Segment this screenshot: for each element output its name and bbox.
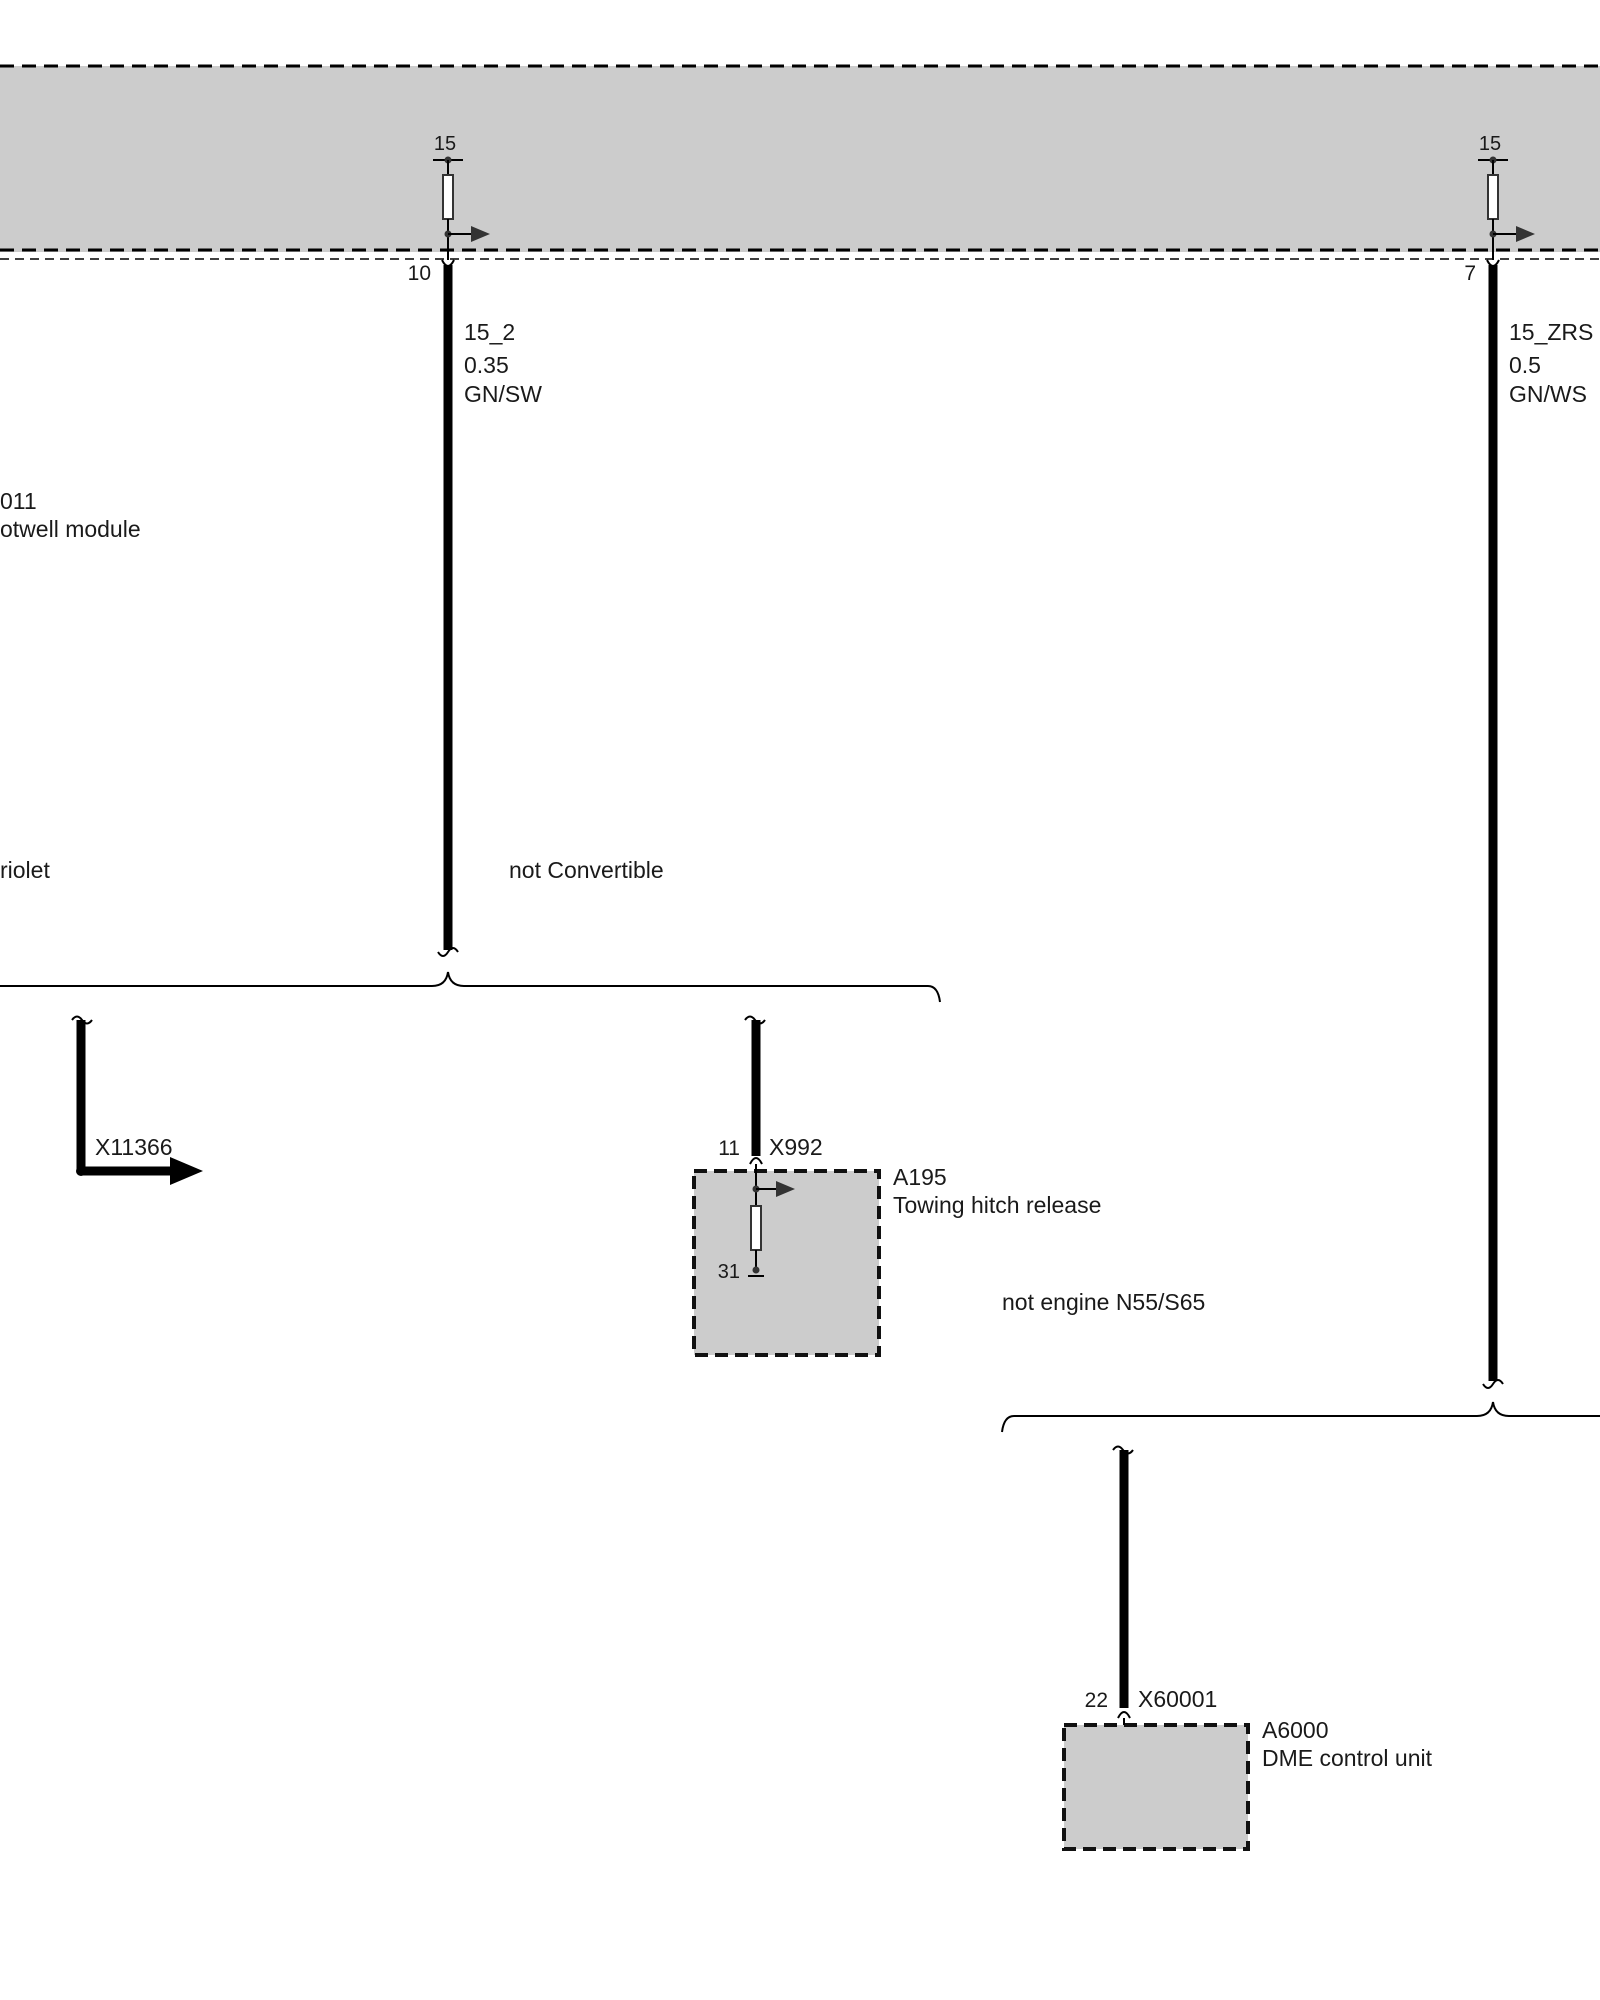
- terminal-15-left: 15: [434, 133, 456, 155]
- pin-number-7: 7: [1464, 262, 1476, 285]
- wire-signal-right: 15_ZRS: [1509, 319, 1593, 345]
- module-desc-partial: otwell module: [0, 516, 141, 542]
- module-name-partial: 011: [0, 488, 37, 514]
- dme-module: [1062, 1711, 1250, 1851]
- pin-number-11: 11: [718, 1137, 740, 1160]
- output-arrow-left: [471, 226, 490, 242]
- module-fill: [0, 66, 1600, 252]
- wire-signal-left: 15_2: [464, 319, 515, 345]
- ground-terminal-31: 31: [718, 1261, 740, 1283]
- towing-hitch-box: [692, 1169, 881, 1357]
- a195-output-arrow: [776, 1181, 795, 1197]
- wire-color-right: GN/WS: [1509, 381, 1587, 407]
- offpage-connector-label: X11366: [95, 1134, 173, 1160]
- terminal-15-right: 15: [1479, 133, 1501, 155]
- footwell-module-block: [0, 64, 1600, 260]
- variant-left-partial: riolet: [0, 857, 50, 883]
- variant-not-engine: not engine N55/S65: [1002, 1289, 1205, 1315]
- a195-ground-dot: [752, 1266, 760, 1274]
- x11366-arrow-head: [170, 1157, 203, 1185]
- wire-gauge-left: 0.35: [464, 352, 509, 378]
- variant-brace-right: [1001, 1401, 1600, 1433]
- pin-socket-a6000: [1117, 1711, 1131, 1719]
- pin-number-10: 10: [408, 262, 431, 285]
- resistor-left: [442, 174, 454, 220]
- supply-symbol-right: 15: [1478, 133, 1535, 267]
- connector-x992: X992: [769, 1134, 823, 1160]
- dme-box: [1062, 1723, 1250, 1851]
- connector-x60001: X60001: [1138, 1686, 1217, 1712]
- wire-break-left: [437, 947, 459, 957]
- wire-gauge-right: 0.5: [1509, 352, 1541, 378]
- a6000-id: A6000: [1262, 1717, 1329, 1743]
- wire-break-right: [1482, 1379, 1504, 1389]
- variant-brace-left: [0, 971, 941, 1003]
- variant-not-convertible: not Convertible: [509, 857, 664, 883]
- pin-socket-a195: [749, 1157, 763, 1165]
- output-arrow-right: [1516, 226, 1535, 242]
- pin-number-22: 22: [1085, 1689, 1108, 1712]
- a195-id: A195: [893, 1164, 947, 1190]
- resistor-right: [1487, 174, 1499, 220]
- a6000-name: DME control unit: [1262, 1745, 1433, 1771]
- towing-hitch-module: [692, 1157, 881, 1357]
- a195-name: Towing hitch release: [893, 1192, 1101, 1218]
- supply-symbol-left: 15: [433, 133, 490, 267]
- wire-color-left: GN/SW: [464, 381, 542, 407]
- a195-resistor: [750, 1205, 762, 1251]
